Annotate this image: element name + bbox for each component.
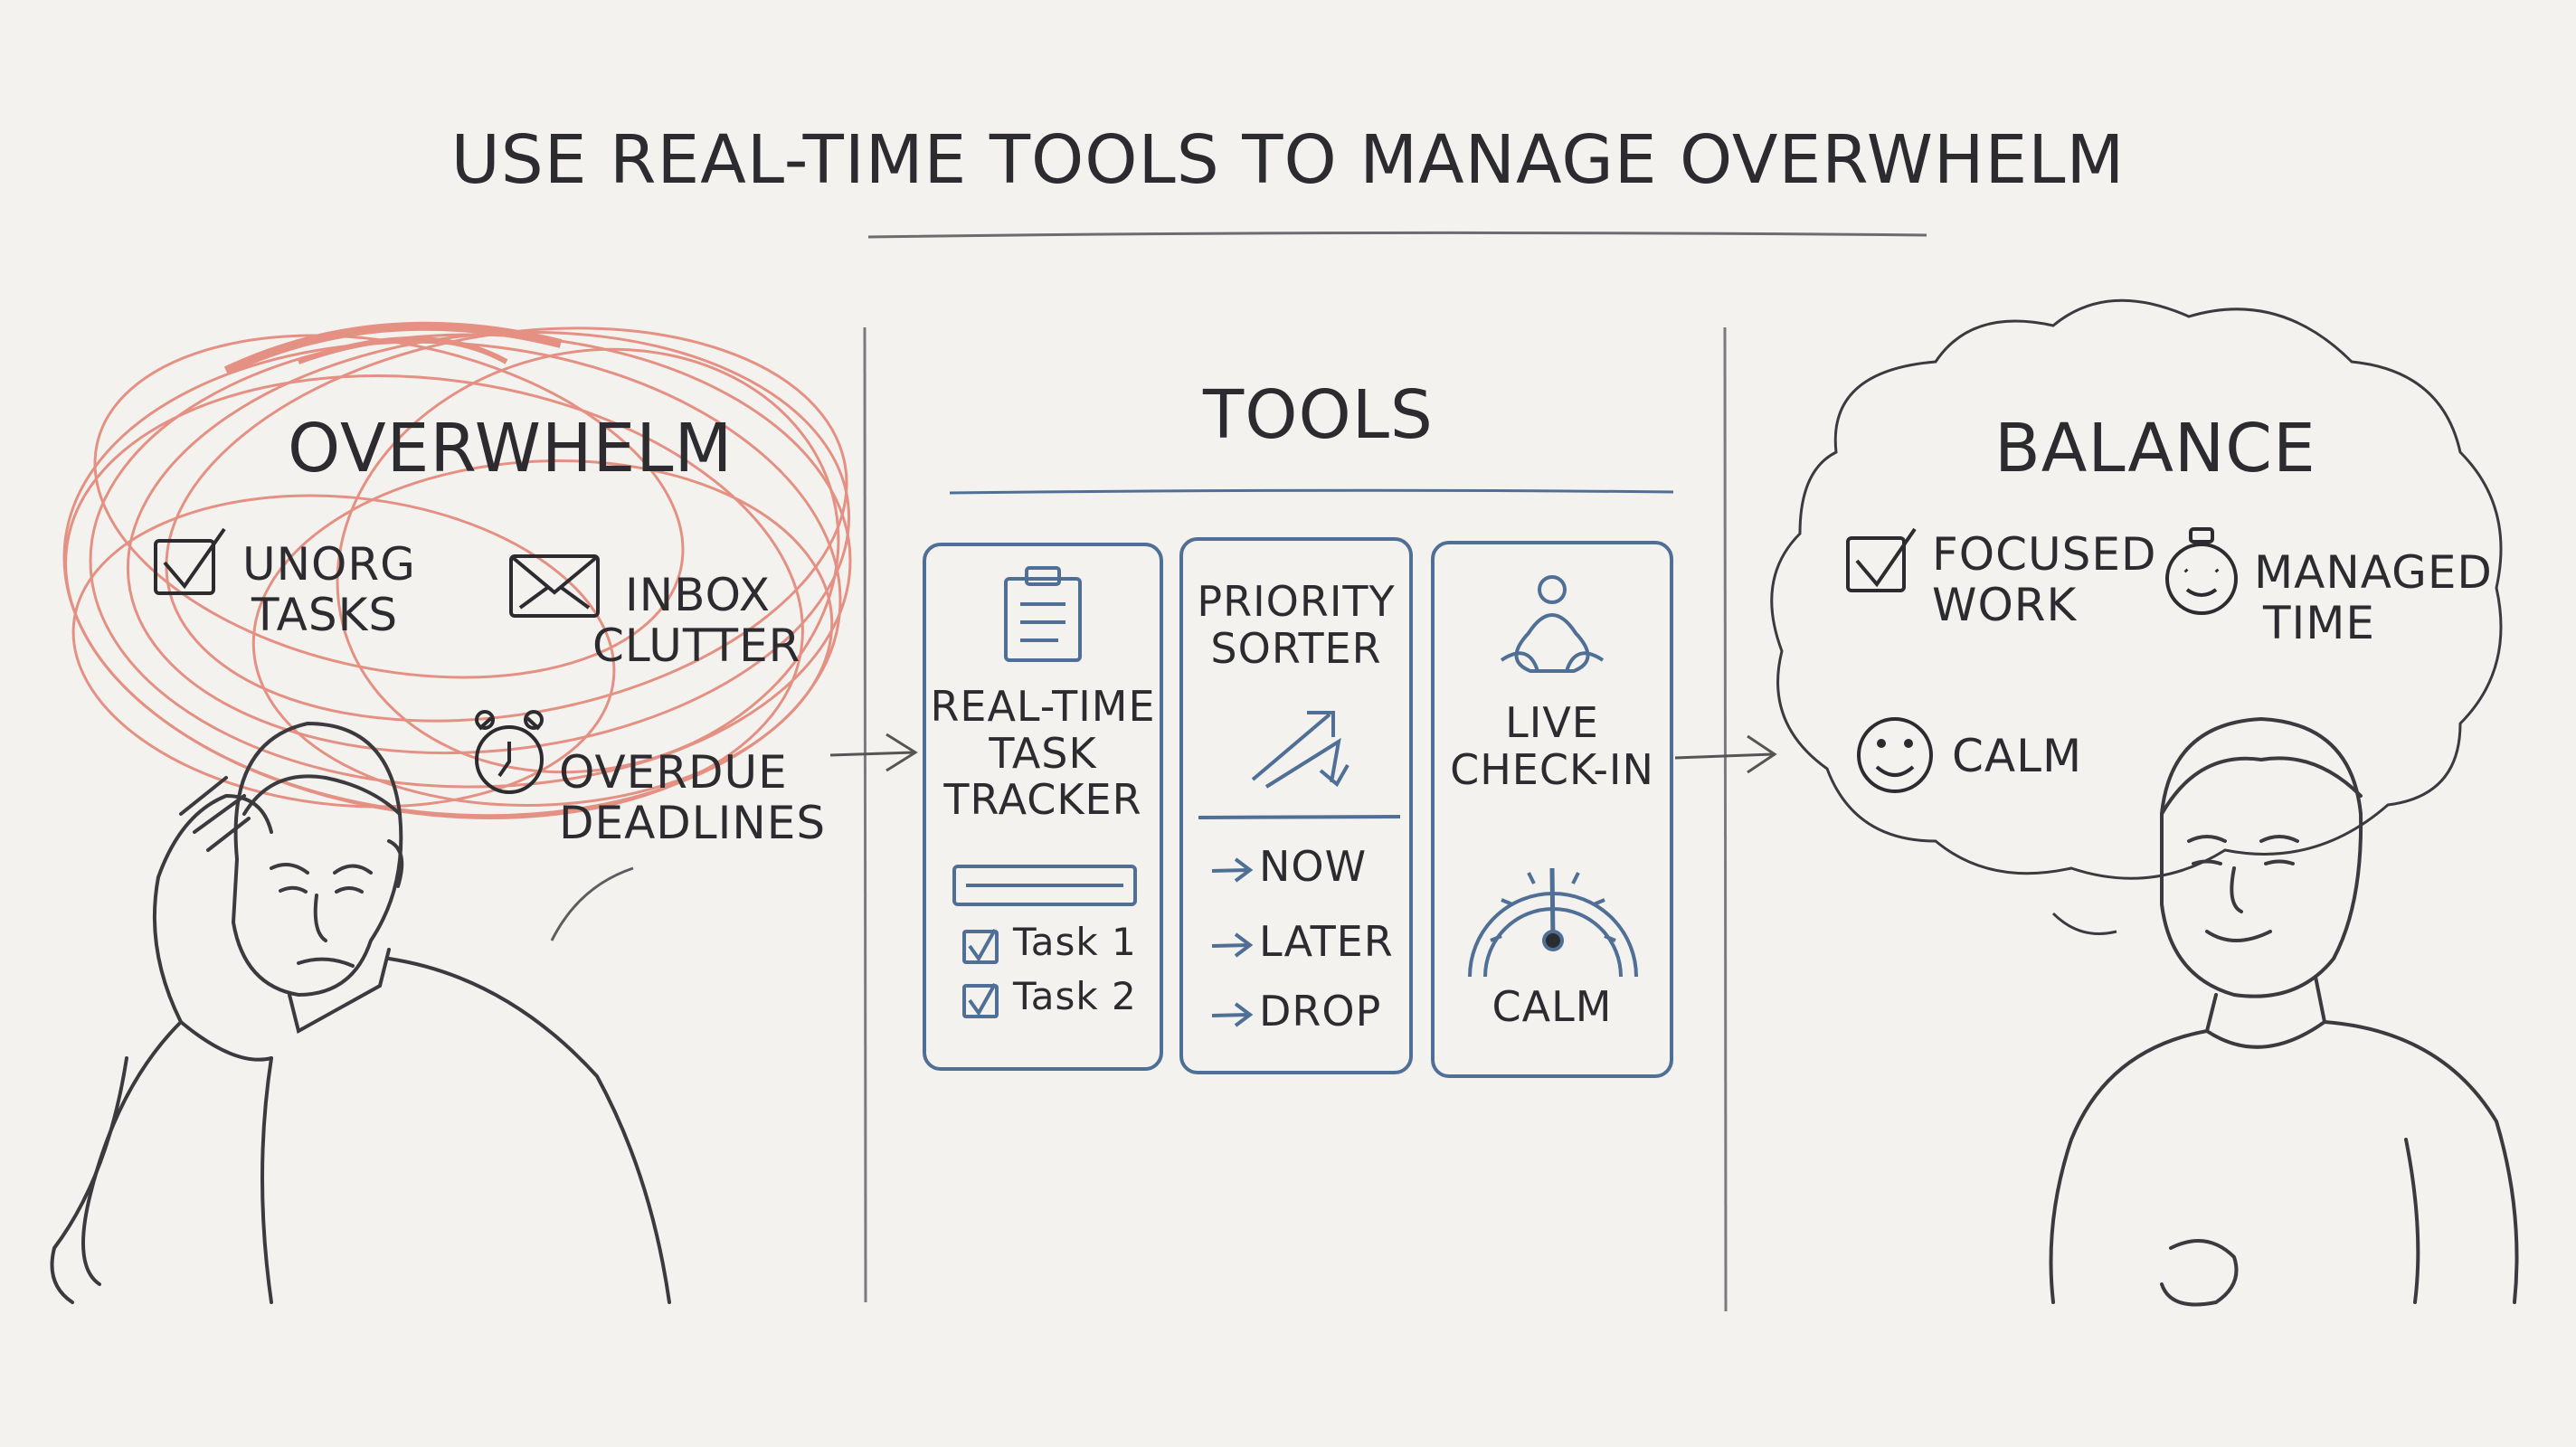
sorter-card-title: PRIORITY SORTER: [1181, 577, 1411, 673]
tools-underline: [949, 488, 1674, 495]
gauge-icon: [1468, 867, 1638, 978]
overwhelm-item-tasks: UNORG TASKS: [242, 539, 416, 640]
item-label: TIME: [2263, 597, 2376, 649]
arrow-to-balance: [1674, 734, 1777, 774]
balance-cloud: [1770, 298, 2503, 880]
meditation-icon: [1500, 575, 1605, 673]
item-label: MANAGED: [2254, 546, 2493, 599]
priority-option: LATER: [1259, 917, 1394, 966]
stopwatch-icon: [2165, 527, 2238, 615]
card-title-line: CHECK-IN: [1450, 744, 1654, 794]
priority-option: NOW: [1259, 842, 1368, 891]
item-label: OVERDUE: [559, 746, 788, 799]
task-item: Task 2: [1013, 974, 1137, 1018]
item-label: CLUTTER: [592, 619, 801, 672]
title-underline: [867, 231, 1927, 239]
checkin-card-title: LIVE CHECK-IN: [1433, 698, 1672, 794]
overwhelm-item-inbox: INBOX CLUTTER: [592, 570, 800, 671]
balance-item-calm: CALM: [1952, 730, 2083, 782]
card-title-line: PRIORITY: [1197, 577, 1396, 626]
balance-item-focus: FOCUSED WORK: [1932, 529, 2156, 630]
arrow-to-tools: [829, 733, 918, 772]
scribble-cloud: [62, 321, 852, 941]
balance-item-time: MANAGED TIME: [2254, 547, 2493, 648]
item-label: INBOX: [625, 569, 771, 621]
priority-option: DROP: [1259, 987, 1382, 1036]
balance-heading: BALANCE: [1994, 410, 2316, 487]
calm-person: [2049, 716, 2519, 1307]
smiley-icon: [1857, 717, 1933, 793]
tools-heading: TOOLS: [1203, 376, 1434, 454]
item-label: TASKS: [251, 589, 399, 641]
checkbox-icon: [154, 527, 226, 595]
card-title-line: TRACKER: [943, 775, 1142, 825]
card-title-line: TASK: [989, 728, 1097, 778]
overwhelm-heading: OVERWHELM: [288, 410, 734, 487]
item-label: DEADLINES: [559, 797, 827, 849]
page-title: USE REAL-TIME TOOLS TO MANAGE OVERWHELM: [450, 121, 2126, 199]
task-item: Task 1: [1013, 920, 1137, 964]
checkbox-icon: [1846, 527, 1917, 592]
tracker-card-title: REAL-TIME TASK TRACKER: [924, 682, 1161, 825]
sorter-card: [1179, 537, 1413, 1074]
envelope-icon: [509, 554, 600, 618]
item-label: WORK: [1932, 579, 2078, 631]
tracker-card: [923, 543, 1163, 1071]
item-label: FOCUSED: [1932, 528, 2157, 581]
card-title-line: SORTER: [1210, 623, 1382, 673]
card-title-line: REAL-TIME: [930, 682, 1156, 731]
gauge-label: CALM: [1492, 982, 1613, 1031]
checkin-card: [1431, 541, 1673, 1078]
card-title-line: LIVE: [1505, 698, 1599, 747]
divider-left: [863, 326, 867, 1303]
overwhelm-item-deadlines: OVERDUE DEADLINES: [559, 747, 826, 848]
item-label: UNORG: [242, 538, 416, 591]
cloud-tail: [2051, 912, 2117, 935]
stressed-person: [50, 721, 671, 1304]
alarm-clock-icon: [475, 710, 544, 794]
divider-right: [1723, 326, 1728, 1312]
